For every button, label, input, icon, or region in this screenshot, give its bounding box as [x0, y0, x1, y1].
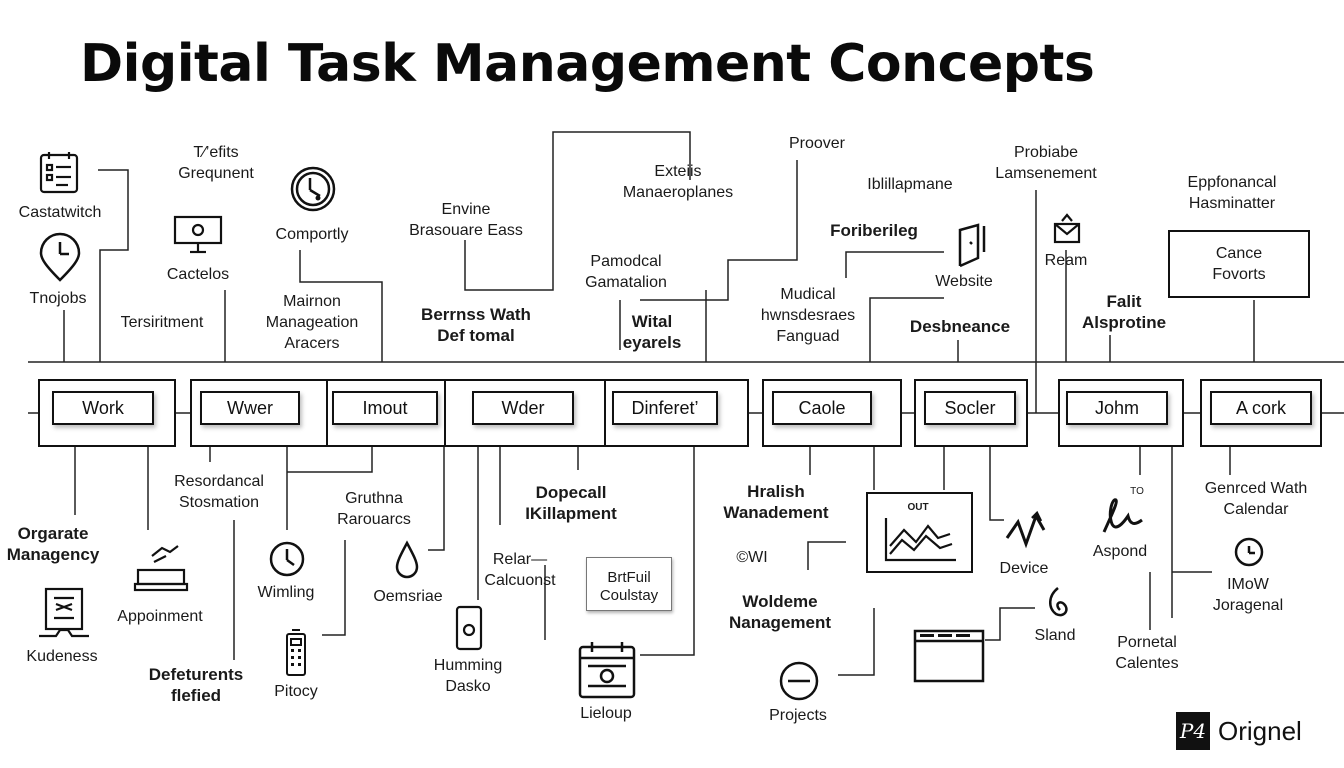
label-cance: Cance Fovorts	[1212, 245, 1266, 283]
label-genrced: Genrced Wath Calendar	[1204, 480, 1308, 518]
label-kudeness: Kudeness	[26, 648, 98, 665]
label-sland: Sland	[1034, 627, 1076, 644]
timeline-node-socler[interactable]: Socler	[924, 391, 1016, 425]
label-benefits: T⁄’efits Grequnent	[178, 144, 254, 182]
label-device: Device	[999, 560, 1049, 577]
label-envine: Envine Brasouare Eass	[409, 201, 523, 239]
label-tersiritment: Tersiritment	[120, 314, 204, 331]
label-foriberileg: Foriberileg	[830, 221, 918, 240]
phone-icon	[455, 605, 483, 651]
label-exteiis: Exteiis Manaeroplanes	[622, 163, 734, 201]
label-projects: Projects	[769, 707, 827, 724]
timeline-node-a-cork[interactable]: A cork	[1210, 391, 1312, 425]
minus-circle-icon	[779, 661, 819, 701]
label-website: Website	[935, 273, 993, 290]
label-proover: Proover	[788, 135, 846, 152]
label-humming: Humming Dasko	[433, 657, 503, 695]
water-drop-icon	[395, 540, 419, 579]
label-woldeme: Woldeme Nanagement	[728, 592, 832, 632]
timeline-node-imout[interactable]: Imout	[332, 391, 438, 425]
zigzag-icon	[1005, 510, 1046, 549]
calendar-icon	[578, 642, 636, 699]
window-icon	[913, 629, 985, 683]
label-falit: Falit Alsprotine	[1081, 292, 1167, 332]
brand-logo: P4 Orignel	[1176, 712, 1302, 750]
label-brifuil: BrtFuil Coulstay	[599, 569, 659, 604]
timeline-node-wwer[interactable]: Wwer	[200, 391, 300, 425]
timeline-node-johm[interactable]: Johm	[1066, 391, 1168, 425]
timeline-node-dinferet[interactable]: Dinferet’	[612, 391, 718, 425]
label-pamodcal: Pamodcal Gamatalion	[585, 253, 667, 291]
monitor-icon	[173, 215, 223, 254]
label-resordancal: Resordancal Stosmation	[174, 473, 264, 511]
info-card-cance[interactable]	[1168, 230, 1310, 298]
timeline-node-work[interactable]: Work	[52, 391, 154, 425]
stopwatch-icon	[269, 541, 305, 577]
checklist-icon	[39, 152, 79, 194]
label-chart-tag: OUT	[907, 502, 929, 513]
label-gruthna: Gruthna Rarouarcs	[337, 490, 411, 528]
label-mairnon: Mairnon Manageation Aracers	[265, 293, 359, 352]
brand-mark: P4	[1176, 712, 1210, 750]
label-tnojobs: Tnojobs	[29, 290, 87, 307]
label-eppfonancal: Eppfonancal Hasminatter	[1187, 174, 1277, 212]
page-title: Digital Task Management Concepts	[80, 34, 1095, 94]
label-probiabe: Probiabe Lamsenement	[995, 144, 1097, 182]
label-lieloup: Lieloup	[580, 705, 632, 722]
line-chart-panel[interactable]	[866, 492, 973, 573]
label-owi: ©WI	[736, 549, 768, 566]
label-wital: Wital eyarels	[622, 312, 682, 352]
label-appoinment: Appoinment	[117, 608, 203, 625]
brifuil-card[interactable]	[586, 557, 672, 611]
label-desbneance: Desbneance	[909, 317, 1011, 336]
label-comportly: Comportly	[275, 226, 349, 243]
label-wimling: Wimling	[257, 584, 315, 601]
label-castatwitch: Castatwitch	[18, 204, 102, 221]
location-clock-icon	[39, 232, 81, 282]
label-oemsriae: Oemsriae	[373, 588, 443, 605]
timeline-node-caole[interactable]: Caole	[772, 391, 872, 425]
hand-device-icon	[133, 545, 189, 592]
document-stamp-icon	[39, 587, 89, 638]
label-to-tag: TO	[1130, 486, 1144, 497]
label-pornetal: Pornetal Calentes	[1115, 634, 1179, 672]
label-pitocy: Pitocy	[274, 683, 318, 700]
clock-face-icon	[290, 166, 336, 212]
envelope-icon	[1053, 213, 1081, 244]
calculator-icon	[286, 629, 306, 676]
label-hralish: Hralish Wanadement	[723, 482, 829, 522]
stopwatch-small-icon	[1234, 537, 1264, 567]
label-orgarate: Orgarate Managency	[6, 524, 100, 564]
label-imow: IMoW Joragenal	[1212, 576, 1284, 614]
timeline-node-wder[interactable]: Wder	[472, 391, 574, 425]
door-icon	[958, 223, 986, 268]
label-relar: Relar— Calcuonst	[484, 551, 556, 589]
label-berrnss: Berrnss Wath Def tomal	[421, 305, 531, 345]
label-aspond: Aspond	[1092, 543, 1148, 560]
label-musical: Mudical hwnsdesraes Fanguad	[760, 286, 856, 345]
label-iblilia: Iblillapmane	[867, 176, 953, 193]
label-ream: Ream	[1044, 252, 1088, 269]
label-defeturents: Defeturents flefied	[148, 665, 244, 705]
loop-icon	[1049, 587, 1068, 617]
label-dopecall: Dopecall IKillapment	[525, 483, 617, 523]
label-cactelos: Cactelos	[166, 266, 230, 283]
line-chart-icon	[884, 518, 956, 562]
brand-name: Orignel	[1218, 715, 1302, 746]
signature-icon	[1102, 498, 1143, 533]
